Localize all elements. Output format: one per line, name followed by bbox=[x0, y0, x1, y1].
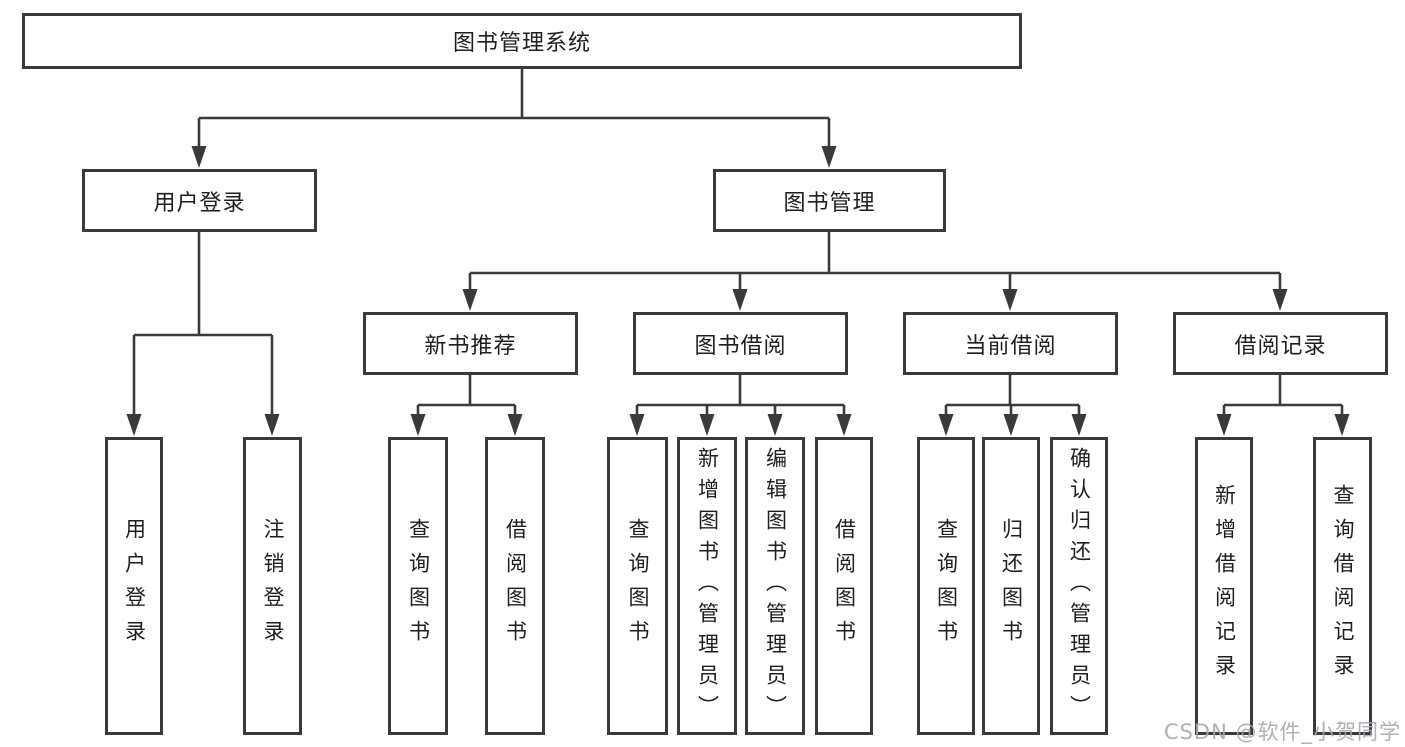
leaf-label: 新增借阅记录 bbox=[1212, 484, 1237, 688]
node-book-borrow-label: 图书借阅 bbox=[694, 333, 787, 359]
node-leaf-logout: 注销登录 bbox=[243, 437, 302, 735]
node-leaf-add-borrow-record: 新增借阅记录 bbox=[1195, 437, 1253, 735]
node-borrow-record-label: 借阅记录 bbox=[1234, 333, 1327, 359]
node-current-borrow-label: 当前借阅 bbox=[964, 333, 1057, 359]
node-book-management: 图书管理 bbox=[713, 169, 946, 232]
node-leaf-borrow-book: 借阅图书 bbox=[815, 437, 873, 735]
leaf-label: 查询借阅记录 bbox=[1331, 484, 1355, 688]
node-book-management-label: 图书管理 bbox=[783, 190, 876, 216]
node-leaf-edit-book-admin: 编辑图书（管理员） bbox=[745, 437, 805, 735]
node-leaf-current-query-book: 查询图书 bbox=[917, 437, 975, 735]
node-root: 图书管理系统 bbox=[22, 13, 1022, 69]
node-leaf-return-book: 归还图书 bbox=[982, 437, 1040, 735]
arrowheads bbox=[126, 146, 1350, 436]
leaf-label: 借阅图书 bbox=[503, 518, 528, 654]
leaf-label: 编辑图书（管理员） bbox=[763, 446, 788, 726]
node-new-book-recommend: 新书推荐 bbox=[363, 312, 578, 375]
node-root-label: 图书管理系统 bbox=[452, 31, 591, 56]
node-leaf-user-login: 用户登录 bbox=[105, 437, 163, 735]
node-new-book-recommend-label: 新书推荐 bbox=[424, 333, 517, 359]
leaf-label: 注销登录 bbox=[261, 518, 285, 654]
leaf-label: 查询图书 bbox=[626, 518, 650, 654]
leaf-label: 查询图书 bbox=[934, 518, 959, 654]
node-user-login: 用户登录 bbox=[82, 169, 317, 232]
node-leaf-recommend-query-book: 查询图书 bbox=[388, 437, 448, 735]
node-leaf-add-book-admin: 新增图书（管理员） bbox=[677, 437, 737, 735]
leaf-label: 用户登录 bbox=[122, 518, 147, 654]
leaf-label: 新增图书（管理员） bbox=[695, 446, 720, 726]
csdn-watermark: CSDN @软件_小贺同学 bbox=[1163, 720, 1401, 744]
node-leaf-recommend-borrow-book: 借阅图书 bbox=[485, 437, 545, 735]
node-borrow-record: 借阅记录 bbox=[1173, 312, 1388, 375]
node-user-login-label: 用户登录 bbox=[153, 190, 246, 216]
node-book-borrow: 图书借阅 bbox=[633, 312, 848, 375]
leaf-label: 借阅图书 bbox=[832, 518, 857, 654]
leaf-label: 归还图书 bbox=[999, 518, 1024, 654]
leaf-label: 查询图书 bbox=[406, 518, 431, 654]
leaf-label: 确认归还（管理员） bbox=[1067, 446, 1092, 726]
node-leaf-query-borrow-record: 查询借阅记录 bbox=[1313, 437, 1372, 735]
node-leaf-borrow-query-book: 查询图书 bbox=[607, 437, 668, 735]
node-leaf-confirm-return-admin: 确认归还（管理员） bbox=[1050, 437, 1108, 735]
node-current-borrow: 当前借阅 bbox=[903, 312, 1118, 375]
